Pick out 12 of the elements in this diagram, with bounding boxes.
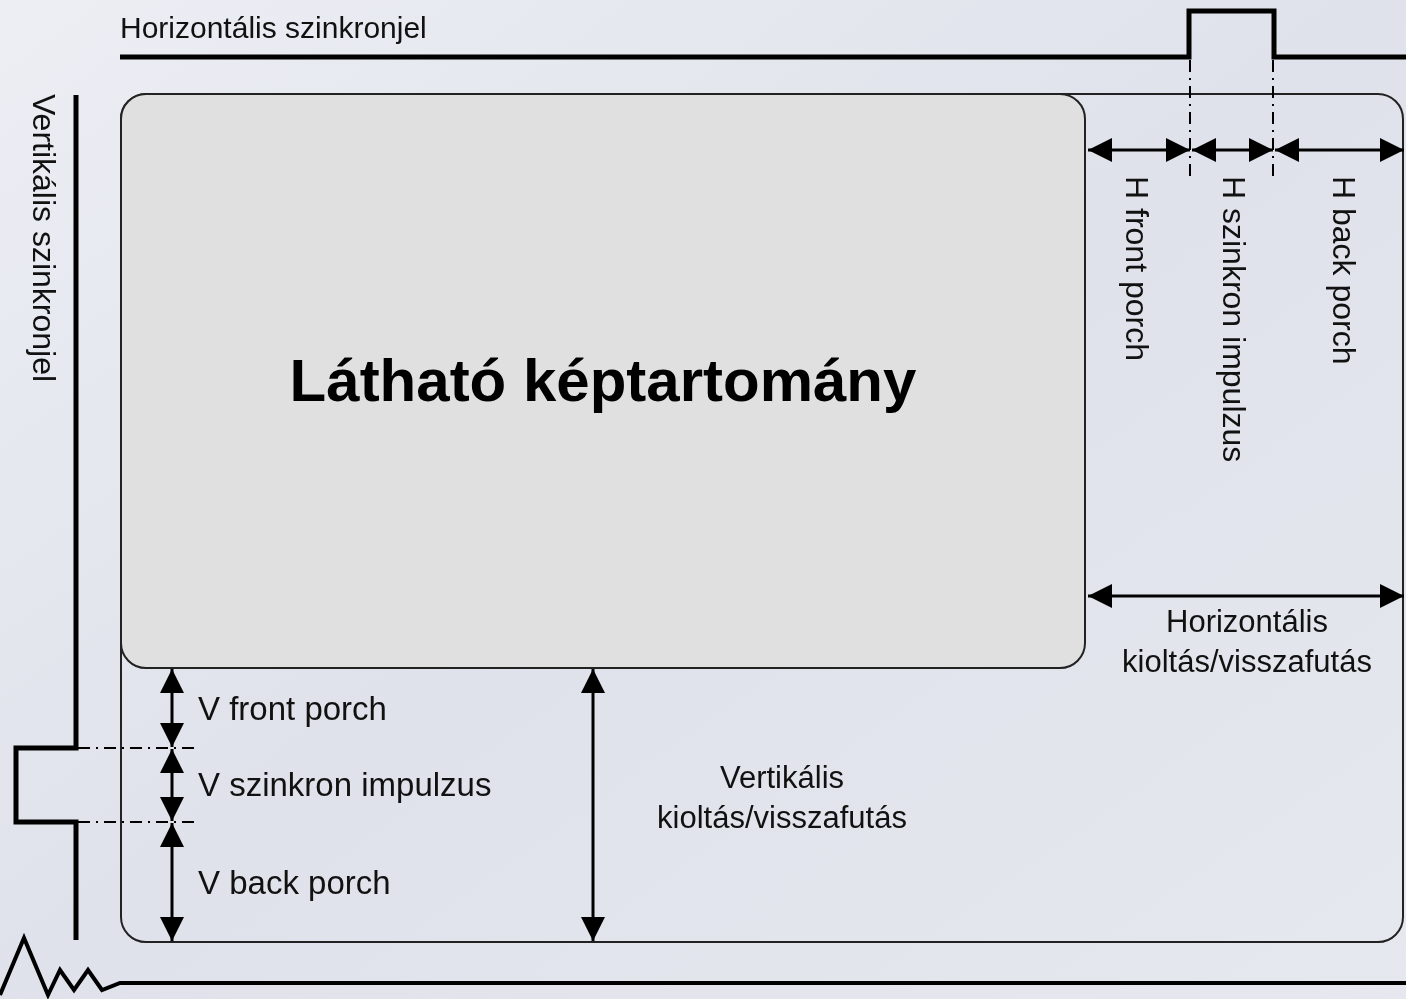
dimension-label: V front porch: [198, 689, 387, 729]
dimension-label: V szinkron impulzus: [198, 765, 492, 805]
dimension-label: Horizontális szinkronjel: [120, 10, 427, 46]
dimension-label: H szinkron impulzus: [1214, 176, 1253, 463]
area-title: Látható képtartomány: [289, 346, 917, 416]
dimension-label: Vertikális kioltás/visszafutás: [656, 759, 908, 838]
dimension-label: Vertikális szinkronjel: [24, 94, 63, 383]
dimension-label: H front porch: [1117, 176, 1156, 361]
visible-area-box: [120, 93, 1086, 669]
dimension-label: V back porch: [198, 863, 391, 903]
dimension-label: Horizontális kioltás/visszafutás: [1121, 603, 1373, 682]
dimension-label: H back porch: [1324, 176, 1363, 365]
